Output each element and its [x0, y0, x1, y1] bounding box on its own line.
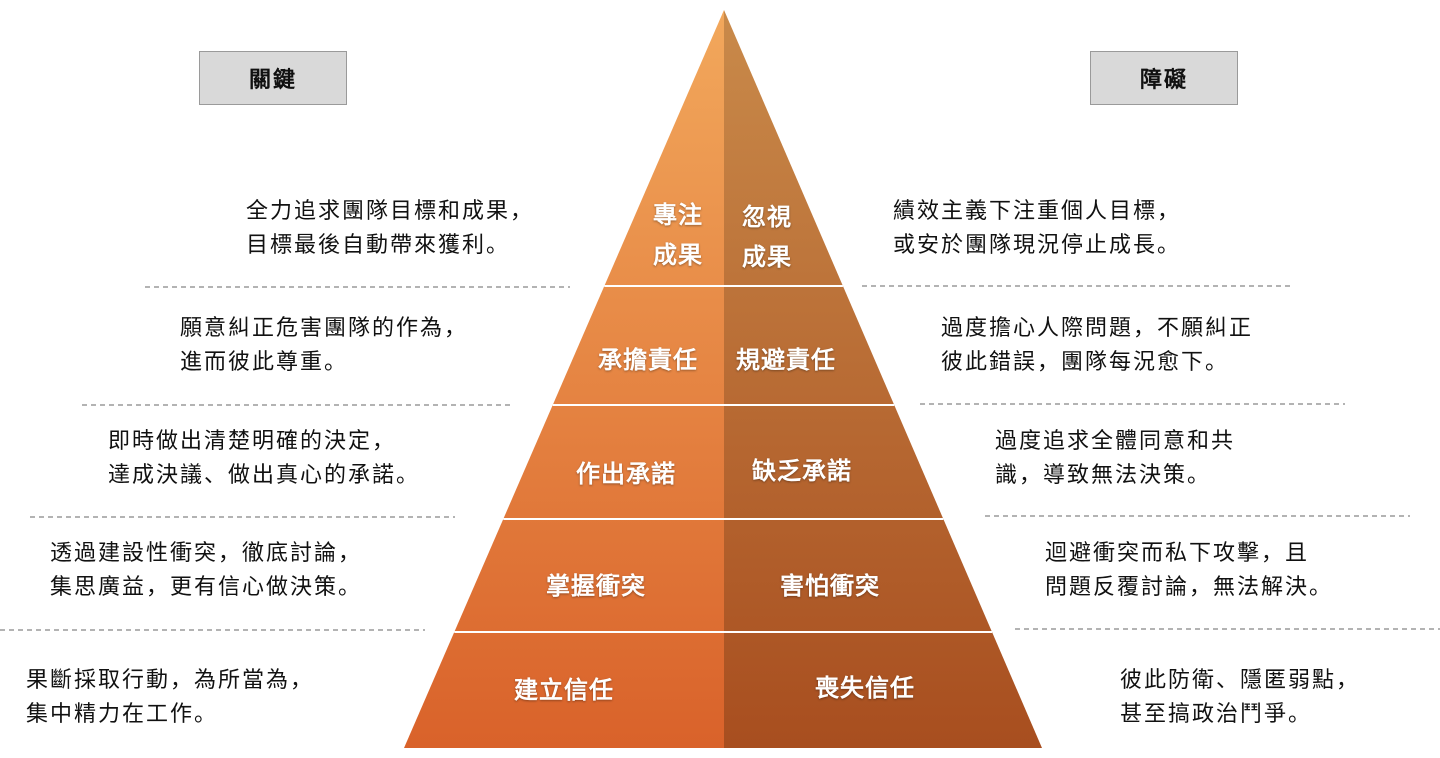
desc-line: 彼此錯誤，團隊每況愈下。 — [941, 350, 1230, 375]
level-1-right-label-line: 成果 — [742, 243, 792, 271]
desc-line: 進而彼此尊重。 — [180, 350, 349, 375]
level-5-left-label: 建立信任 — [514, 670, 614, 705]
level-3-right-desc: 過度追求全體同意和共 識，導致無法決策。 — [995, 425, 1235, 493]
desc-line: 問題反覆討論，無法解決。 — [1045, 575, 1334, 600]
desc-line: 過度擔心人際問題，不願糾正 — [941, 316, 1254, 341]
desc-line: 過度追求全體同意和共 — [995, 429, 1236, 454]
pyramid-left-half — [404, 10, 724, 748]
desc-line: 目標最後自動帶來獲利。 — [246, 233, 511, 258]
desc-line: 集中精力在工作。 — [26, 702, 219, 727]
level-4-right-label: 害怕衝突 — [780, 566, 880, 601]
level-3-right-label-line: 缺乏承諾 — [752, 457, 852, 485]
level-2-left-label: 承擔責任 — [598, 340, 698, 375]
level-3-right-label: 缺乏承諾 — [752, 451, 852, 486]
level-1-left-label: 專注 成果 — [648, 195, 708, 275]
desc-line: 或安於團隊現況停止成長。 — [893, 233, 1182, 258]
level-2-right-label-line: 規避責任 — [736, 346, 836, 374]
level-2-left-label-line: 承擔責任 — [598, 346, 698, 374]
pyramid-right-half — [724, 10, 1042, 748]
desc-line: 願意糾正危害團隊的作為， — [180, 316, 469, 341]
desc-line: 甚至搞政治鬥爭。 — [1120, 702, 1313, 727]
level-5-left-desc: 果斷採取行動，為所當為， 集中精力在工作。 — [26, 664, 314, 732]
level-3-left-label: 作出承諾 — [576, 454, 676, 489]
level-1-left-desc: 全力追求團隊目標和成果， 目標最後自動帶來獲利。 — [246, 195, 534, 263]
desc-line: 即時做出清楚明確的決定， — [108, 429, 397, 454]
desc-line: 績效主義下注重個人目標， — [893, 199, 1182, 224]
level-4-left-label-line: 掌握衝突 — [546, 572, 646, 600]
desc-line: 全力追求團隊目標和成果， — [246, 199, 535, 224]
desc-line: 集思廣益，更有信心做決策。 — [50, 575, 363, 600]
desc-line: 識，導致無法決策。 — [995, 463, 1212, 488]
level-1-left-label-line: 成果 — [653, 241, 703, 269]
level-4-right-desc: 迴避衝突而私下攻擊，且 問題反覆討論，無法解決。 — [1045, 537, 1333, 605]
desc-line: 果斷採取行動，為所當為， — [26, 668, 315, 693]
level-2-right-desc: 過度擔心人際問題，不願糾正 彼此錯誤，團隊每況愈下。 — [941, 312, 1253, 380]
level-1-right-label-line: 忽視 — [742, 203, 792, 231]
desc-line: 迴避衝突而私下攻擊，且 — [1045, 541, 1310, 566]
desc-line: 達成決議、做出真心的承諾。 — [108, 463, 421, 488]
obstacles-header: 障礙 — [1090, 51, 1238, 105]
level-2-right-label: 規避責任 — [736, 340, 836, 375]
desc-line: 彼此防衛、隱匿弱點， — [1120, 668, 1361, 693]
level-2-left-desc: 願意糾正危害團隊的作為， 進而彼此尊重。 — [180, 312, 468, 380]
level-3-left-label-line: 作出承諾 — [576, 460, 676, 488]
level-1-left-label-line: 專注 — [653, 201, 703, 229]
desc-line: 透過建設性衝突，徹底討論， — [50, 541, 363, 566]
level-4-left-label: 掌握衝突 — [546, 566, 646, 601]
level-1-right-desc: 績效主義下注重個人目標， 或安於團隊現況停止成長。 — [893, 195, 1181, 263]
level-5-right-label: 喪失信任 — [815, 668, 915, 703]
keys-header: 關鍵 — [199, 51, 347, 105]
level-5-right-desc: 彼此防衛、隱匿弱點， 甚至搞政治鬥爭。 — [1120, 664, 1360, 732]
level-5-right-label-line: 喪失信任 — [815, 674, 915, 702]
level-4-right-label-line: 害怕衝突 — [780, 572, 880, 600]
level-5-left-label-line: 建立信任 — [514, 676, 614, 704]
level-3-left-desc: 即時做出清楚明確的決定， 達成決議、做出真心的承諾。 — [108, 425, 420, 493]
level-1-right-label: 忽視 成果 — [737, 197, 797, 277]
level-4-left-desc: 透過建設性衝突，徹底討論， 集思廣益，更有信心做決策。 — [50, 537, 362, 605]
